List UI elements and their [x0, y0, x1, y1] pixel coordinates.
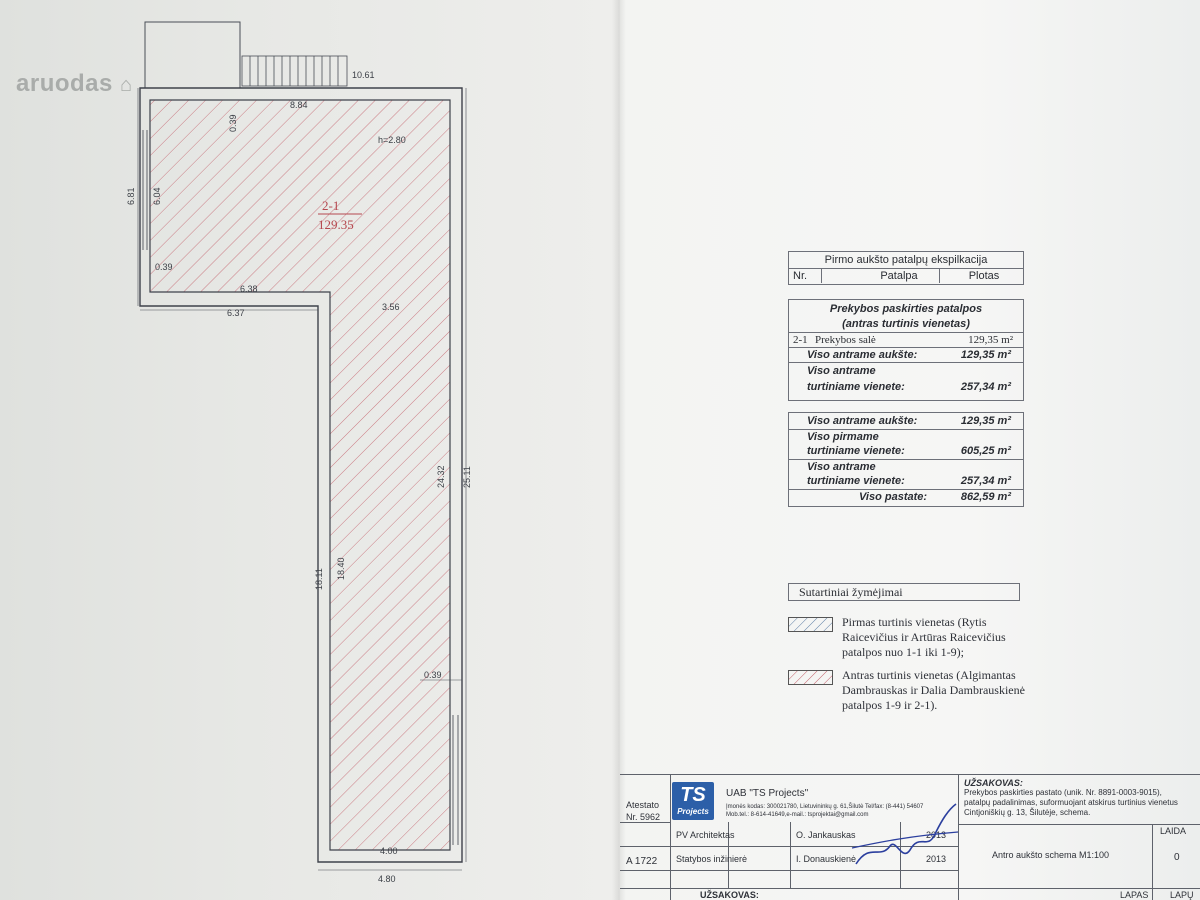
- totals-table: Viso antrame aukšte: 129,35 m² Viso pirm…: [788, 412, 1024, 507]
- sum2-label-1: Viso antrame: [807, 365, 876, 377]
- col-area: Plotas: [968, 269, 1000, 282]
- total-d-value: 862,59 m²: [960, 491, 1011, 503]
- legend-title-box: Sutartiniai žymėjimai: [788, 583, 1020, 601]
- dim-bottom-inner: 4.00: [380, 846, 398, 856]
- paper-fold: [612, 0, 626, 900]
- house-icon: ⌂: [120, 74, 133, 96]
- total-b-label-2: turtiniame vienete:: [807, 445, 905, 457]
- dim-step-outer: 6.37: [227, 308, 245, 318]
- customer-line-1: Prekybos paskirties pastato (unik. Nr. 8…: [964, 788, 1162, 797]
- legend-item-2: Antras turtinis vienetas (Algimantas Dam…: [842, 668, 1025, 713]
- staircase: [241, 55, 348, 87]
- sum2-value: 257,34 m²: [960, 381, 1011, 393]
- total-d-label: Viso pastate:: [859, 491, 928, 503]
- title-block: Atestato Nr. 5962 A 1722 TS Projects UAB…: [620, 774, 1200, 900]
- section-title-2: (antras turtinis vienetas): [842, 317, 970, 330]
- lapas-label: LAPAS: [1120, 890, 1149, 900]
- customer-label: UŽSAKOVAS:: [964, 778, 1023, 788]
- dim-step-right: 3.56: [382, 302, 400, 312]
- atestato-label: Atestato: [626, 800, 660, 810]
- row-area: 129,35 m²: [968, 333, 1013, 346]
- legend-item-2-line-1: Antras turtinis vienetas (Algimantas: [842, 668, 1016, 682]
- legend-title: Sutartiniai žymėjimai: [799, 584, 903, 599]
- total-a-label: Viso antrame aukšte:: [807, 415, 918, 427]
- dim-right-outer: 25.11: [462, 466, 472, 488]
- sheet-title: Antro aukšto schema M1:100: [992, 850, 1110, 860]
- sum1-value: 129,35 m²: [960, 348, 1011, 361]
- dim-wall-bottom: 0.39: [424, 670, 442, 680]
- lapu-label: LAPŲ: [1170, 890, 1194, 900]
- explication-body-table: Prekybos paskirties patalpos (antras tur…: [788, 299, 1024, 401]
- year-2: 2013: [926, 854, 947, 864]
- company-line-2: Mob.tel.: 8-614-41649,e-mail.: tsprojekt…: [726, 812, 869, 818]
- customer-line-3: Cintjoniškių g. 13, Šilutėje, schema.: [964, 808, 1091, 817]
- laida-value: 0: [1174, 852, 1180, 863]
- ts-projects-logo: TS Projects: [672, 782, 714, 820]
- table-row: 2-1 Prekybos salė 129,35 m²: [789, 332, 1023, 348]
- name-1: O. Jankauskas: [796, 830, 856, 840]
- annex-outline: [144, 21, 241, 89]
- company-name: UAB "TS Projects": [726, 788, 809, 799]
- dim-top-inner: 8.84: [290, 100, 308, 110]
- role-2: Statybos inžinierė: [676, 854, 748, 864]
- a-code: A 1722: [626, 856, 658, 867]
- dimension-lines: [137, 88, 467, 871]
- signature-scribble: [851, 803, 959, 865]
- dim-lower-outer: 18.11: [314, 568, 324, 590]
- dim-bottom-outer: 4.80: [378, 874, 396, 884]
- legend-item-1-line-2: Raicevičius ir Artūras Raicevičius: [842, 630, 1006, 644]
- dim-lower-inner: 18.40: [336, 557, 346, 580]
- total-a-value: 129,35 m²: [960, 415, 1011, 427]
- laida-label: LAIDA: [1160, 826, 1187, 836]
- explication-header-table: Pirmo aukšto patalpų ekspilkacija Nr. Pa…: [788, 251, 1024, 285]
- legend-item-2-line-2: Dambrauskas ir Dalia Dambrauskienė: [842, 683, 1025, 697]
- dim-left-inner: 6.04: [152, 187, 162, 205]
- room-id: 2-1: [322, 198, 339, 213]
- legend-swatch-red: [788, 670, 833, 685]
- dim-right-inner: 24.32: [436, 465, 446, 488]
- logo-ts: TS: [680, 784, 706, 806]
- explication-title: Pirmo aukšto patalpų ekspilkacija: [824, 254, 988, 266]
- legend-item-2-line-3: patalpos 1-9 ir 2-1).: [842, 698, 938, 712]
- total-c-label-2: turtiniame vienete:: [807, 475, 905, 487]
- legend-item-1-line-1: Pirmas turtinis vienetas (Rytis: [842, 615, 987, 629]
- sum2-label-2: turtiniame vienete:: [807, 381, 905, 393]
- role-1: PV Architektas: [676, 830, 735, 840]
- col-room: Patalpa: [880, 269, 918, 282]
- sum1-label: Viso antrame aukšte:: [807, 348, 918, 361]
- legend-swatch-blue: [788, 617, 833, 632]
- col-nr: Nr.: [793, 269, 808, 282]
- watermark-logo: aruodas ⌂: [16, 70, 133, 98]
- outer-wall: [139, 87, 463, 863]
- dim-left-outer: 6.81: [126, 187, 136, 205]
- atestato-number: Nr. 5962: [626, 812, 661, 822]
- floor-plan: 10.61 8.84 0.39 6.81 6.04 0.39 6.38 6.37…: [126, 21, 472, 884]
- total-b-label-1: Viso pirmame: [807, 431, 879, 443]
- row-room: Prekybos salė: [815, 333, 876, 346]
- bottom-customer-label: UŽSAKOVAS:: [700, 890, 759, 900]
- total-c-value: 257,34 m²: [960, 475, 1011, 487]
- section-title-1: Prekybos paskirties patalpos: [829, 302, 983, 315]
- year-1: 2013: [926, 830, 947, 840]
- room-2-1-hatch: [149, 99, 451, 851]
- dim-step-inner: 6.38: [240, 284, 258, 294]
- windows: [142, 130, 459, 845]
- legend-item-1: Pirmas turtinis vienetas (Rytis Raicevič…: [842, 615, 1006, 660]
- logo-projects: Projects: [677, 807, 709, 816]
- company-line-1: Įmonės kodas: 300021780, Lietuvininkų g.…: [726, 804, 924, 810]
- total-b-value: 605,25 m²: [960, 445, 1011, 457]
- ceiling-height: h=2.80: [378, 135, 406, 145]
- room-area: 129.35: [318, 217, 354, 232]
- total-c-label-1: Viso antrame: [807, 461, 876, 473]
- dim-top-outer: 10.61: [352, 70, 375, 80]
- legend-item-1-line-3: patalpos nuo 1-1 iki 1-9);: [842, 645, 964, 659]
- dim-wall-top: 0.39: [228, 114, 238, 132]
- right-sheet: [620, 0, 1200, 900]
- name-2: I. Donauskienė: [796, 854, 857, 864]
- dim-ledge-left: 0.39: [155, 262, 173, 272]
- row-nr: 2-1: [793, 333, 808, 346]
- watermark-text: aruodas: [16, 70, 113, 97]
- customer-line-2: patalpų padalinimas, suformuojant atskir…: [964, 798, 1178, 807]
